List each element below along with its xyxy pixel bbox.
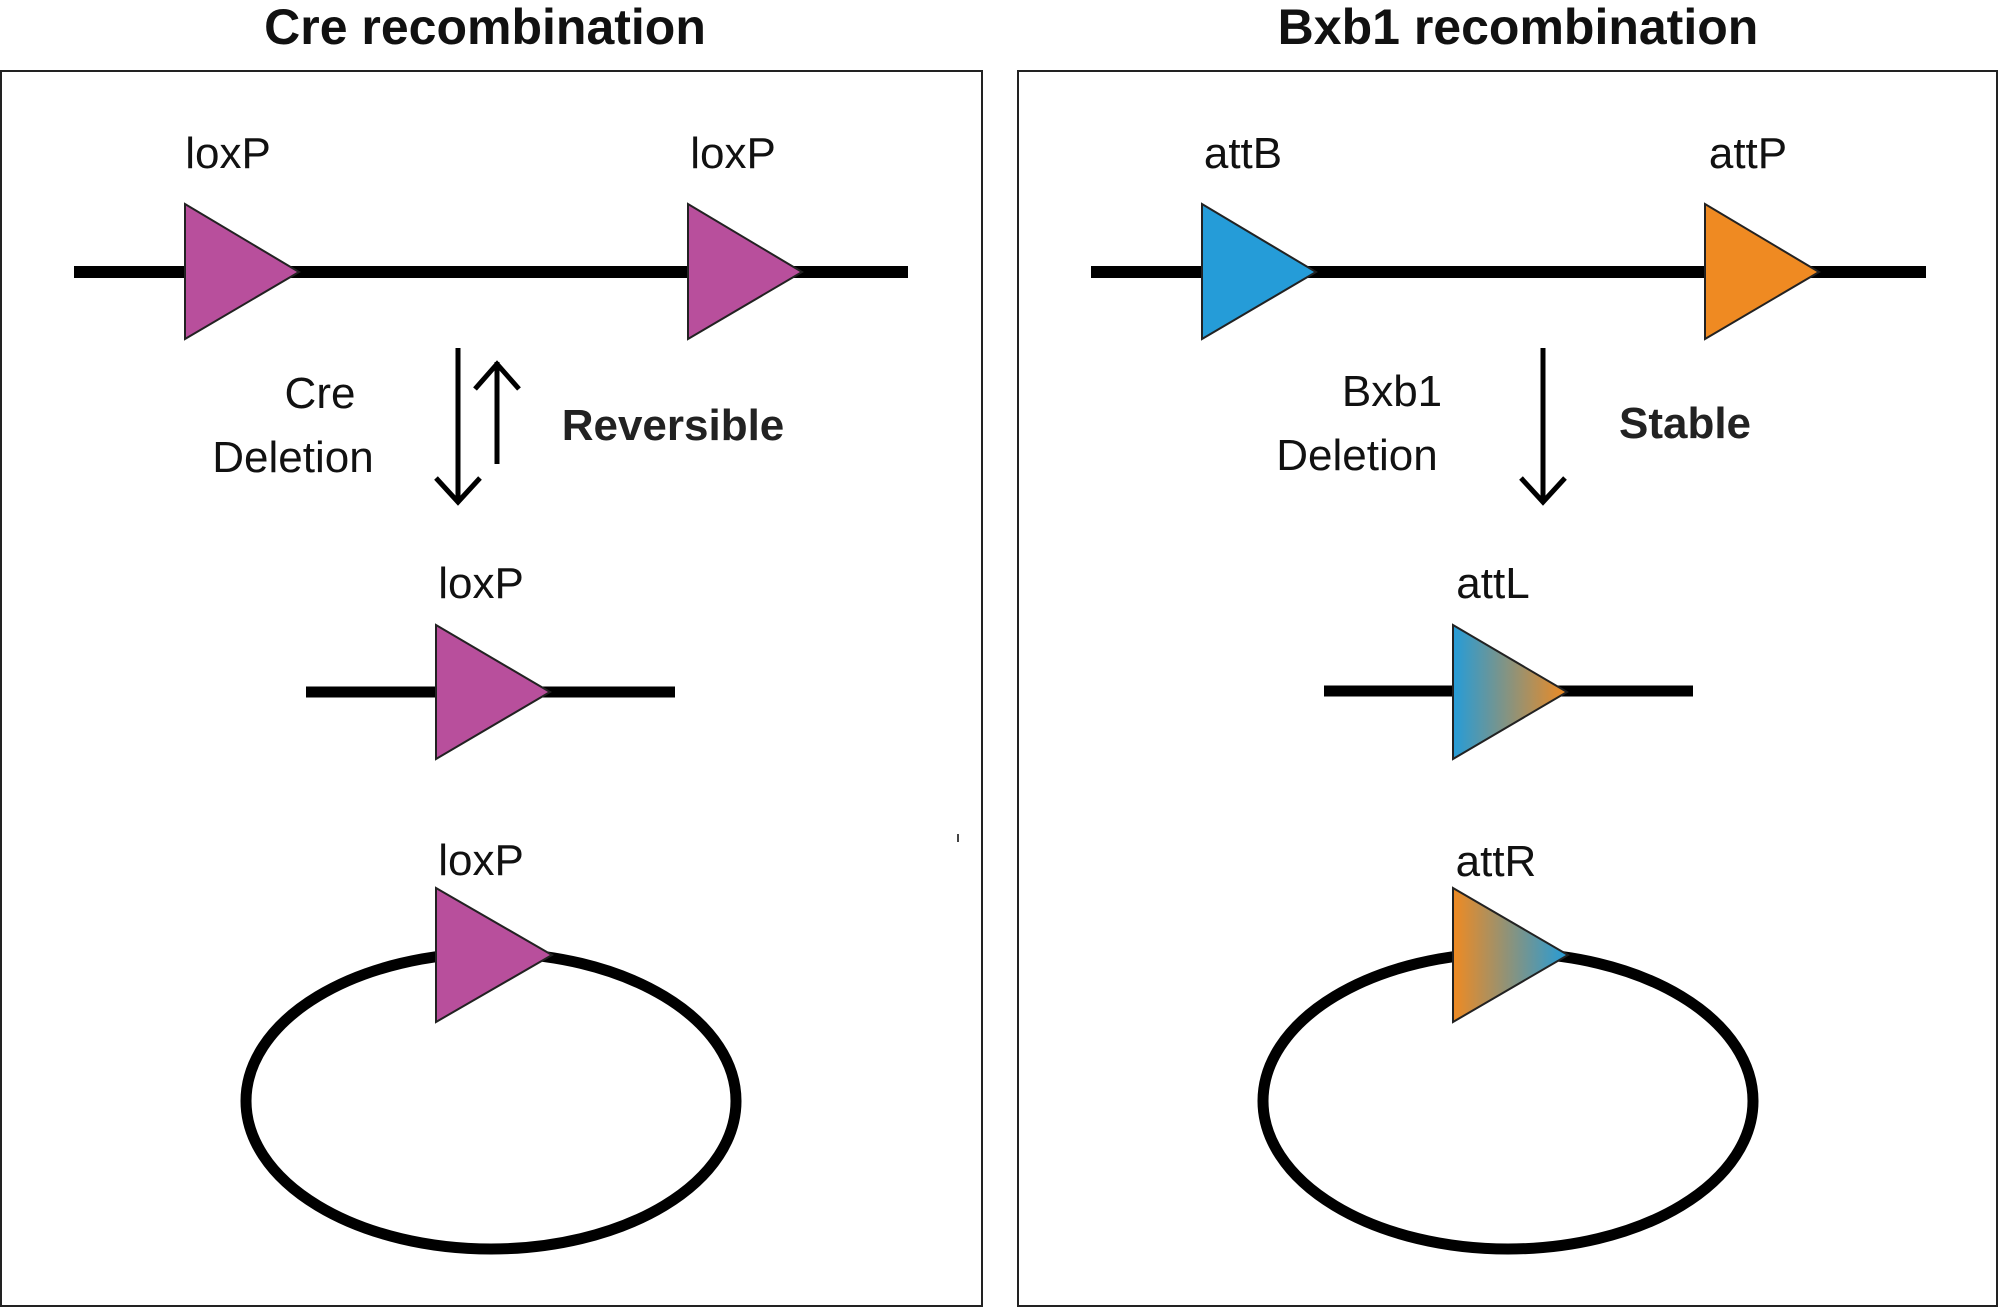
bxb1-action-label: Deletion bbox=[1276, 431, 1437, 480]
bxb1-excised-circle bbox=[1257, 947, 1759, 1255]
cre-circle-product-site-label: loxP bbox=[438, 836, 524, 885]
cre-linear-product-site-label: loxP bbox=[438, 559, 524, 608]
bxb1-panel-frame bbox=[1017, 70, 1998, 1307]
down-arrow-icon bbox=[1519, 348, 1567, 506]
bxb1-linear-product-site-label: attL bbox=[1456, 559, 1529, 608]
bxb1-panel-title: Bxb1 recombination bbox=[1278, 0, 1759, 55]
bxb1-enzyme-label: Bxb1 bbox=[1342, 367, 1442, 416]
cre-action-label: Deletion bbox=[212, 433, 373, 482]
cre-panel: Cre recombination loxP loxP Cre Deletion… bbox=[0, 0, 983, 1307]
cre-excised-circle bbox=[240, 947, 742, 1255]
down-arrow-icon bbox=[434, 348, 482, 506]
cre-site-right-label: loxP bbox=[690, 129, 776, 178]
cre-site-left-label: loxP bbox=[185, 129, 271, 178]
up-arrow-icon bbox=[473, 360, 521, 464]
cre-outcome-label: Reversible bbox=[562, 401, 785, 450]
bxb1-outcome-label: Stable bbox=[1619, 399, 1751, 448]
cre-panel-title: Cre recombination bbox=[264, 0, 706, 55]
cre-panel-frame bbox=[0, 70, 983, 1307]
loxp-left-triangle-icon bbox=[184, 202, 301, 341]
attb-triangle-icon bbox=[1201, 202, 1318, 341]
bxb1-panel: Bxb1 recombination attB attP Bxb1 Deleti… bbox=[1017, 0, 1998, 1307]
attl-triangle-icon bbox=[1452, 623, 1569, 761]
bxb1-site-right-label: attP bbox=[1709, 129, 1787, 178]
loxp-right-triangle-icon bbox=[687, 202, 804, 341]
attp-triangle-icon bbox=[1704, 202, 1821, 341]
loxp-product-triangle-icon bbox=[435, 623, 552, 761]
attr-triangle-icon bbox=[1452, 886, 1570, 1024]
cre-enzyme-label: Cre bbox=[285, 369, 356, 418]
loxp-circle-triangle-icon bbox=[435, 886, 554, 1024]
bxb1-site-left-label: attB bbox=[1204, 129, 1282, 178]
bxb1-circle-product-site-label: attR bbox=[1456, 837, 1537, 886]
